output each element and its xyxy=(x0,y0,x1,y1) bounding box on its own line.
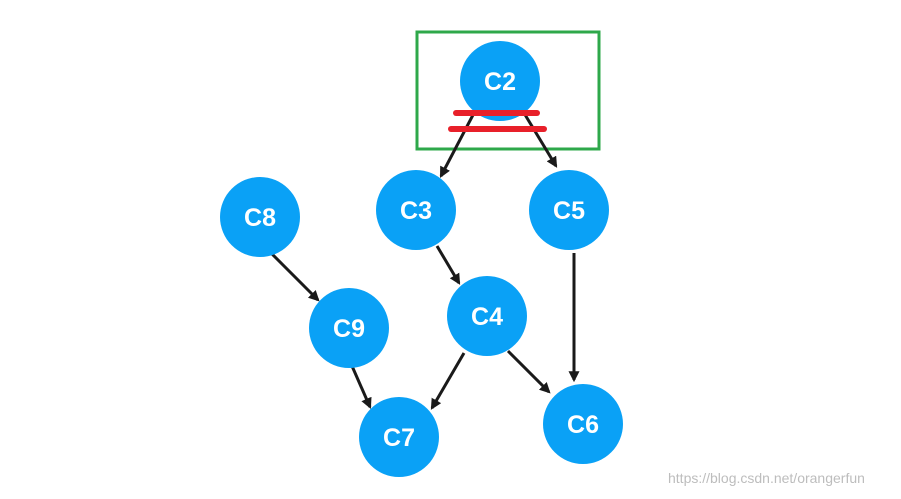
edge-c4-to-c6 xyxy=(506,349,551,394)
node-c5: C5 xyxy=(529,170,609,250)
node-c8: C8 xyxy=(220,177,300,257)
node-label-c5: C5 xyxy=(553,197,585,225)
edge-c2-to-c3 xyxy=(439,112,476,178)
node-circle-c7 xyxy=(359,397,439,477)
node-c9: C9 xyxy=(309,288,389,368)
edge-c3-to-c4 xyxy=(435,245,461,285)
watermark-text: https://blog.csdn.net/orangerfun xyxy=(668,470,865,486)
node-label-c7: C7 xyxy=(383,424,415,452)
node-circle-c5 xyxy=(529,170,609,250)
node-c3: C3 xyxy=(376,170,456,250)
edges-layer xyxy=(270,112,580,410)
edge-c9-to-c7 xyxy=(350,365,372,410)
node-label-c6: C6 xyxy=(567,411,599,439)
node-circle-c4 xyxy=(447,276,527,356)
node-label-c9: C9 xyxy=(333,315,365,343)
edge-c2-to-c5 xyxy=(522,112,558,168)
node-c7: C7 xyxy=(359,397,439,477)
edge-c4-to-c7 xyxy=(430,352,466,410)
node-c2: C2 xyxy=(460,41,540,121)
node-label-c3: C3 xyxy=(400,197,432,225)
node-circle-c6 xyxy=(543,384,623,464)
node-label-c8: C8 xyxy=(244,204,276,232)
highlight-box xyxy=(415,30,601,151)
node-circle-c8 xyxy=(220,177,300,257)
edge-c8-to-c9 xyxy=(270,252,320,302)
cut-marks xyxy=(448,110,547,132)
node-label-c4: C4 xyxy=(471,303,503,331)
node-circle-c2 xyxy=(460,41,540,121)
node-c6: C6 xyxy=(543,384,623,464)
node-label-c2: C2 xyxy=(484,68,516,96)
node-c4: C4 xyxy=(447,276,527,356)
node-circle-c9 xyxy=(309,288,389,368)
node-circle-c3 xyxy=(376,170,456,250)
